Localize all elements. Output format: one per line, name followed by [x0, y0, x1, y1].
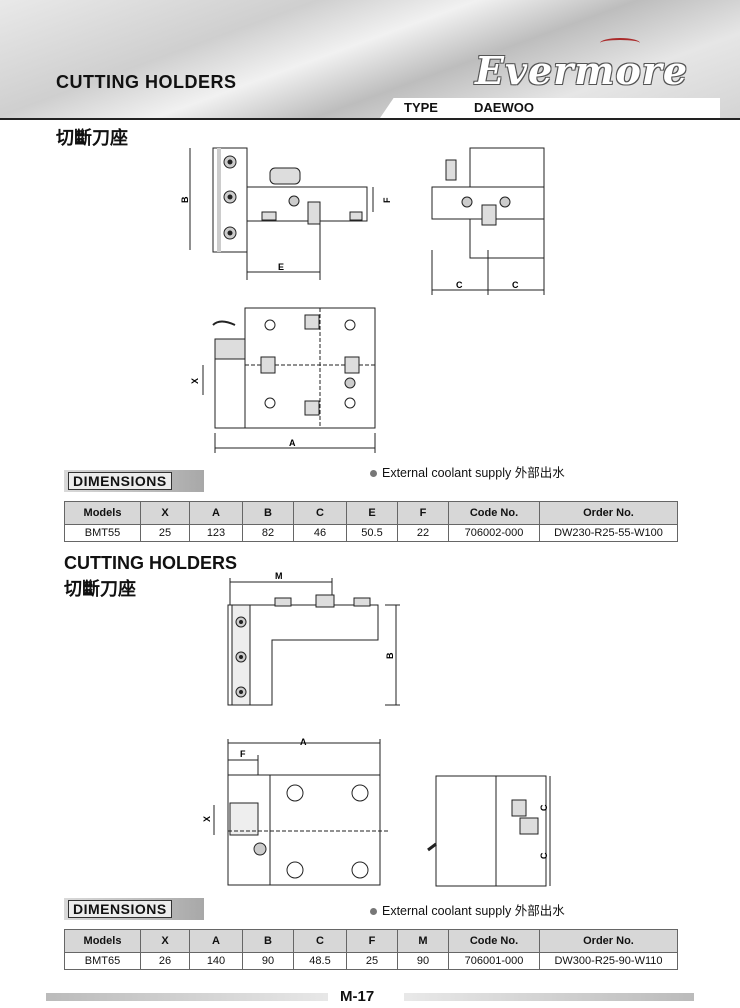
col-header: X	[140, 929, 190, 953]
cell: DW230-R25-55-W100	[539, 524, 678, 542]
col-header: B	[242, 929, 294, 953]
col-header: F	[397, 501, 449, 525]
table-row: BMT65 26 140 90 48.5 25 90 706001-000 DW…	[64, 952, 678, 970]
cell: 25	[140, 524, 190, 542]
col-header: M	[397, 929, 449, 953]
dim-label-c2-lower: C	[539, 852, 549, 859]
section2-chinese-title: 切斷刀座	[64, 579, 136, 600]
coolant-note-text-1: External coolant supply 外部出水	[382, 466, 565, 480]
dim-label-x2: X	[202, 816, 212, 822]
col-header: C	[293, 929, 347, 953]
dim-label-a: A	[289, 438, 296, 448]
cell: 706001-000	[448, 952, 540, 970]
cell: 123	[189, 524, 243, 542]
cell: 140	[189, 952, 243, 970]
type-value: DAEWOO	[474, 100, 534, 115]
page-number-box	[328, 986, 404, 1008]
dim-label-a2: A	[300, 737, 307, 747]
drawing-end-view-1: C C	[431, 147, 545, 295]
col-header: E	[346, 501, 398, 525]
table-header-row: Models X A B C E F Code No. Order No.	[64, 501, 678, 525]
col-header: Code No.	[448, 501, 540, 525]
type-tab	[380, 98, 720, 118]
col-header: F	[346, 929, 398, 953]
dim-label-m: M	[275, 571, 283, 581]
col-header: B	[242, 501, 294, 525]
header-divider	[0, 118, 740, 120]
dim-label-b: B	[180, 196, 190, 203]
dim-label-x: X	[190, 378, 200, 384]
spec-table-2: Models X A B C F M Code No. Order No. BM…	[64, 929, 678, 970]
dim-label-f2: F	[240, 749, 246, 759]
section2-title: CUTTING HOLDERS	[64, 553, 237, 573]
drawing-end-view-2: C C	[427, 775, 551, 887]
coolant-note-text-2: External coolant supply 外部出水	[382, 904, 565, 918]
col-header: X	[140, 501, 190, 525]
cell: 90	[397, 952, 449, 970]
drawing-top-view-1: A X	[190, 307, 376, 453]
col-header: Order No.	[539, 501, 678, 525]
col-header: Order No.	[539, 929, 678, 953]
section1-chinese-title: 切斷刀座	[56, 128, 128, 149]
col-header: C	[293, 501, 347, 525]
drawing-side-view-1: B F E	[180, 147, 392, 280]
cell: 90	[242, 952, 294, 970]
page-title: CUTTING HOLDERS	[56, 72, 237, 92]
dimensions-label-2: DIMENSIONS	[68, 900, 172, 918]
page-number: M-17	[340, 988, 375, 1005]
cell: 82	[242, 524, 294, 542]
coolant-note-1: External coolant supply 外部出水	[370, 462, 565, 481]
dimensions-banner-1: DIMENSIONS	[64, 470, 204, 492]
cell: 48.5	[293, 952, 347, 970]
coolant-note-2: External coolant supply 外部出水	[370, 900, 565, 919]
col-header: A	[189, 501, 243, 525]
dim-label-c2-upper: C	[539, 804, 549, 811]
cell: BMT55	[64, 524, 141, 542]
dimensions-banner-2: DIMENSIONS	[64, 898, 204, 920]
bullet-icon	[370, 908, 377, 916]
col-header: Models	[64, 929, 141, 953]
cell: 706002-000	[448, 524, 540, 542]
brand-logo: Evermore	[475, 48, 688, 93]
spec-table-1: Models X A B C E F Code No. Order No. BM…	[64, 501, 678, 542]
brand-swoosh	[600, 38, 640, 48]
cell: 22	[397, 524, 449, 542]
cell: 46	[293, 524, 347, 542]
col-header: Code No.	[448, 929, 540, 953]
drawing-top-view-2: A F X	[202, 737, 390, 886]
dim-label-e: E	[278, 262, 284, 272]
dim-label-c-left: C	[456, 280, 463, 290]
bullet-icon	[370, 470, 377, 478]
cell: DW300-R25-90-W110	[539, 952, 678, 970]
dim-label-c-right: C	[512, 280, 519, 290]
cell: 26	[140, 952, 190, 970]
col-header: Models	[64, 501, 141, 525]
cell: 50.5	[346, 524, 398, 542]
cell: BMT65	[64, 952, 141, 970]
col-header: A	[189, 929, 243, 953]
dimensions-label-1: DIMENSIONS	[68, 472, 172, 490]
drawing-side-view-2: M B	[227, 571, 400, 706]
cell: 25	[346, 952, 398, 970]
table-row: BMT55 25 123 82 46 50.5 22 706002-000 DW…	[64, 524, 678, 542]
table-header-row: Models X A B C F M Code No. Order No.	[64, 929, 678, 953]
dim-label-f: F	[382, 197, 392, 203]
dim-label-b2: B	[385, 652, 395, 659]
type-label: TYPE	[404, 100, 438, 115]
